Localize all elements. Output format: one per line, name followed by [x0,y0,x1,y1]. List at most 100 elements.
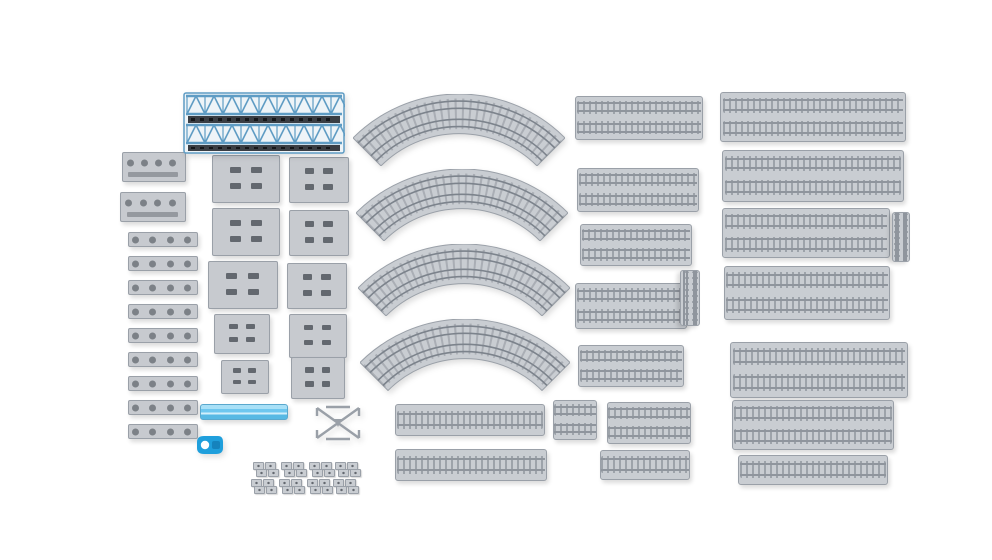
double-track-pier-3 [212,208,280,256]
pier-foot [184,428,191,435]
pier-foot [131,332,139,339]
pier-sprue-5 [128,328,198,343]
pier-body [122,152,186,182]
rail-line [722,122,904,125]
track-ties [578,193,698,207]
pier-foot [149,284,156,291]
rail-line [897,212,900,262]
pier-slot [304,236,315,243]
rail-line [683,270,686,326]
rail-line [726,273,888,276]
pier-foot [166,236,174,243]
joiner-cluster-6 [278,478,305,494]
pier-slot [323,168,333,174]
track-ties [722,120,904,136]
pier-foot [149,260,156,267]
ramp-foot [141,159,149,167]
rail-line [608,415,690,418]
rail-line [553,405,597,408]
pier-body [208,261,278,309]
pier-slot [321,381,331,387]
pier-slot [228,323,238,329]
rail-joiner [266,486,277,494]
approach-ramp-1 [122,152,186,182]
pier-foot [184,356,191,363]
pier-slot [250,182,262,190]
straight-viaduct-track-10 [722,150,904,202]
ramp-foot [168,199,176,207]
rail-line [724,181,902,184]
rail-joiner [256,469,267,477]
rail-line [581,257,691,260]
straight-viaduct-track-3 [580,224,692,266]
pier-slot [304,168,315,174]
track-ties [581,228,691,242]
ramp-step [126,212,179,217]
track-ties [553,422,597,435]
rail-line [724,191,902,194]
curved-viaduct-track-3 [358,244,570,316]
pier-body [128,376,198,391]
joiner-cluster-3 [308,461,335,477]
straight-viaduct-track-14 [730,342,908,398]
pier-foot [131,236,139,243]
rail-line [726,284,888,287]
pier-slot [245,323,255,329]
pier-body [128,256,198,271]
pier-foot [149,356,156,363]
pier-foot [166,308,174,315]
pier-slot [226,288,238,296]
pier-foot [184,236,191,243]
curved-track-graphic [353,94,565,166]
pier-body [128,280,198,295]
rail-line [726,309,888,312]
pier-slot [304,221,315,227]
rail-line [397,412,543,415]
pier-slot [229,235,241,243]
pier-foot [149,380,156,387]
track-ties [732,373,906,391]
truss-bridge-graphic [183,92,345,154]
pier-slot [321,289,331,296]
pier-foot [149,428,156,435]
pier-sprue-7 [128,376,198,391]
pier-foot [184,380,191,387]
ramp-foot [127,159,135,167]
rail-joiner [322,486,333,494]
track-ties [740,461,886,479]
pier-foot [149,332,156,339]
rail-line [608,435,690,438]
rail-line [726,298,888,301]
rail-line [578,174,698,177]
cross-brace [312,404,364,442]
track-ties [579,368,683,382]
pier-body [289,157,349,203]
pier-slot [250,219,262,226]
track-ties [581,247,691,261]
pier-body [291,357,345,399]
rail-line [695,270,698,326]
rail-line [553,412,597,415]
rail-line [553,431,597,434]
pier-sprue-9 [128,424,198,439]
track-ties [726,271,888,289]
pier-slot [226,272,238,279]
pier-slot [233,368,242,373]
rail-line [397,457,545,460]
pier-slot [323,183,333,190]
track-ties [691,270,698,326]
rail-line [724,247,888,250]
pier-body [221,360,269,394]
rail-line [581,230,691,233]
double-track-pier-4 [289,210,349,256]
rail-line [692,270,695,326]
rail-line [576,102,702,105]
pier-slot [305,381,314,387]
pier-body [214,314,270,354]
track-ties [397,410,543,429]
pier-foot [184,404,191,411]
rail-joiner [338,469,349,477]
rail-line [576,110,702,113]
pier-sprue-3 [128,280,198,295]
